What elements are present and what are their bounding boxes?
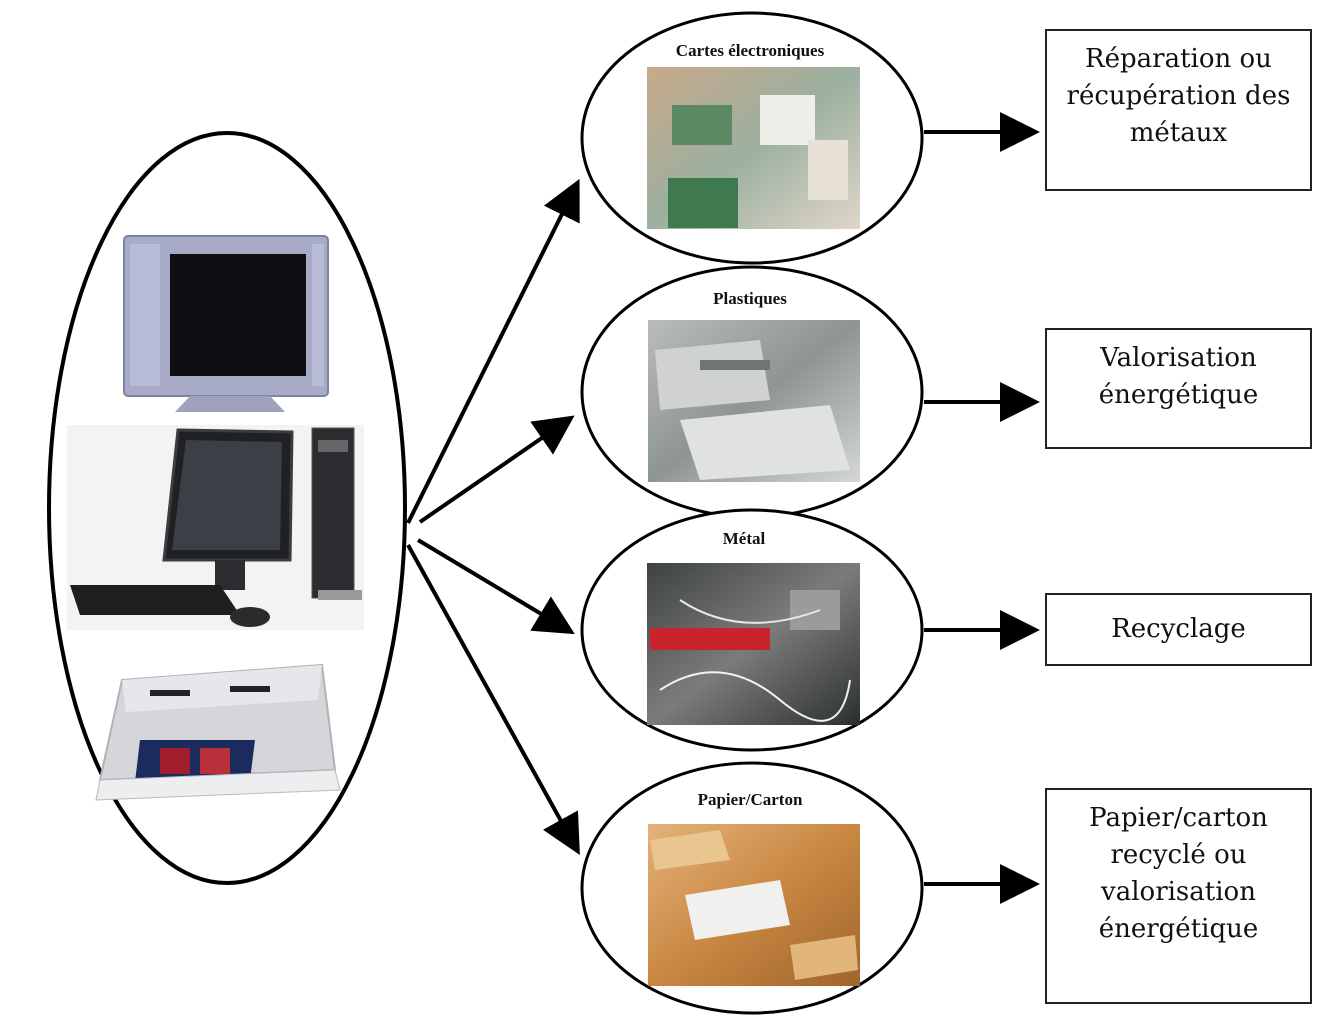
category-label: Papier/Carton bbox=[698, 790, 803, 809]
arrow-to-circuit-boards bbox=[406, 178, 580, 524]
outcome-line: Recyclage bbox=[1111, 614, 1246, 644]
category-node-metal: Métal bbox=[580, 508, 924, 752]
category-label: Plastiques bbox=[713, 289, 787, 308]
arrow-to-paper-cardboard bbox=[406, 544, 580, 855]
outcome-line: énergétique bbox=[1098, 914, 1259, 944]
outcome-box-energy-recovery: Valorisation énergétique bbox=[1045, 328, 1312, 449]
outcome-line: recyclé ou bbox=[1110, 840, 1247, 870]
arrow-to-metal bbox=[416, 538, 575, 635]
photo-printer-photo bbox=[95, 663, 341, 801]
outcome-line: Valorisation bbox=[1100, 343, 1257, 373]
category-label: Métal bbox=[723, 529, 766, 548]
outcome-line: énergétique bbox=[1098, 380, 1259, 410]
source-devices-ellipse bbox=[47, 131, 407, 885]
category-node-paper-cardboard: Papier/Carton bbox=[580, 761, 924, 1015]
flat-screen-monitor-photo bbox=[123, 235, 329, 412]
arrow-to-plastics bbox=[418, 415, 575, 524]
category-node-plastics: Plastiques bbox=[580, 265, 924, 519]
desktop-computer-photo bbox=[67, 425, 364, 630]
outcome-box-metal-recovery: Réparation ou récupération des métaux bbox=[1045, 29, 1312, 191]
category-node-circuit-boards: Cartes électroniques bbox=[580, 11, 924, 265]
outcome-line: métaux bbox=[1129, 118, 1228, 148]
outcome-line: Papier/carton bbox=[1089, 803, 1268, 833]
outcome-box-paper-recycling: Papier/carton recyclé ou valorisation én… bbox=[1045, 788, 1312, 1004]
outcome-line: récupération des bbox=[1066, 81, 1291, 111]
category-label: Cartes électroniques bbox=[676, 41, 825, 60]
outcome-box-recycling: Recyclage bbox=[1045, 593, 1312, 666]
outcome-line: valorisation bbox=[1101, 877, 1256, 907]
outcome-line: Réparation ou bbox=[1085, 44, 1272, 74]
